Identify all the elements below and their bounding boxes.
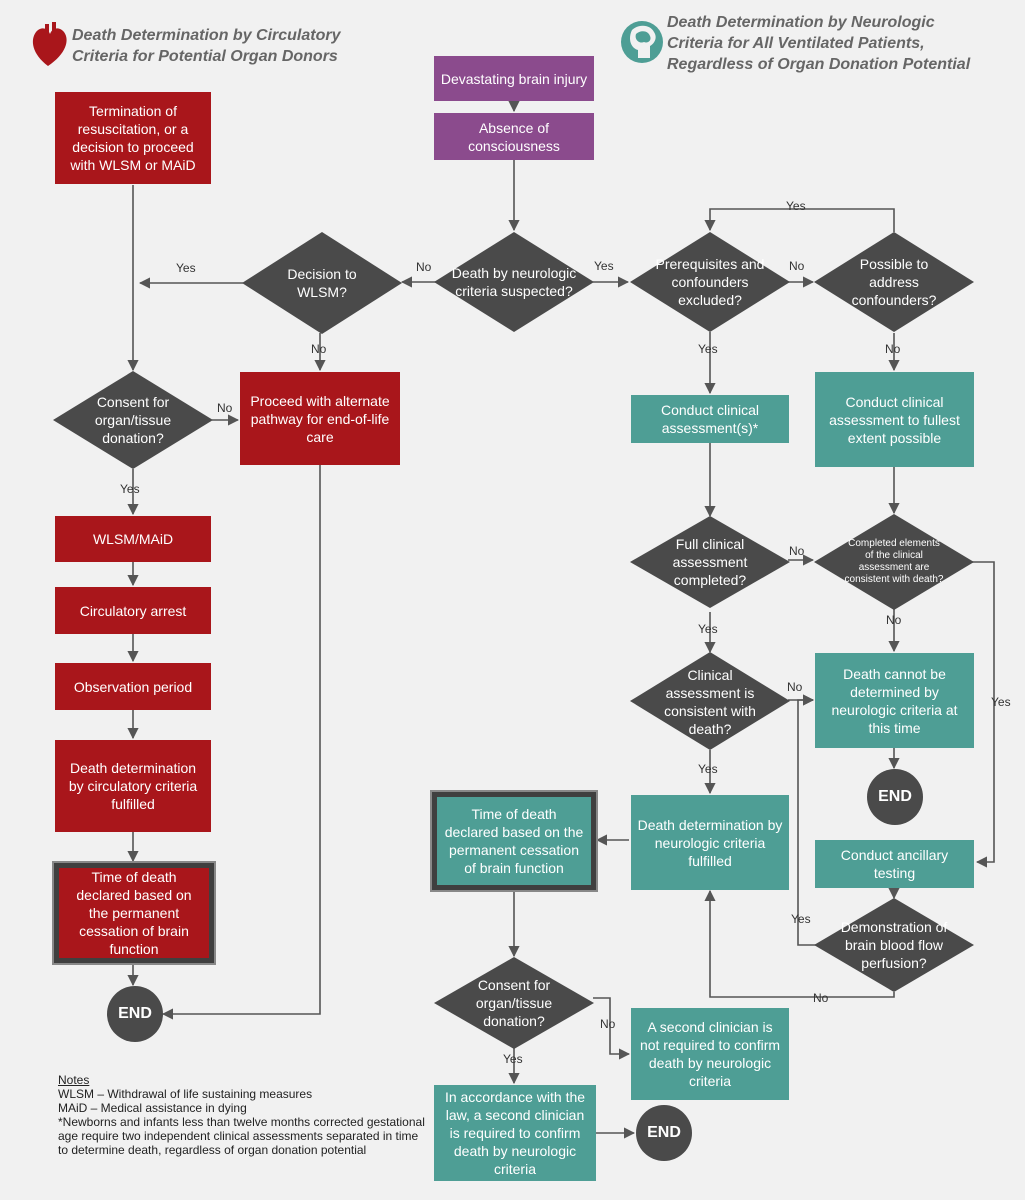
label-dnc-yes: Yes — [594, 259, 614, 273]
box-time-of-death-left: Time of death declared based on the perm… — [54, 863, 214, 963]
box-dd-neurologic: Death determination by neurologic criter… — [631, 795, 789, 890]
edge-consent-no — [593, 997, 631, 1060]
label-completed-no: No — [886, 613, 902, 627]
label-consistent-no: No — [787, 680, 803, 694]
end-right-circle — [867, 769, 923, 825]
notes-heading: Notes — [58, 1073, 90, 1087]
edge-completed-yes — [972, 561, 995, 868]
box-absence-consciousness: Absence of consciousness — [434, 113, 594, 160]
consent-right-diamond — [434, 957, 594, 1049]
box-proceed-alternate: Proceed with alternate pathway for end-o… — [240, 372, 400, 465]
diamond-consent-right-text: Consent for organ/tissue donation? — [475, 977, 553, 1029]
title-circulatory-line2: Criteria for Potential Organ Donors — [72, 48, 338, 65]
decision-wlsm-diamond — [242, 232, 402, 334]
label-consent-left-yes: Yes — [120, 482, 140, 496]
consistent-diamond — [630, 652, 790, 750]
title-neurologic-line2: Criteria for All Ventilated Patients, — [667, 35, 925, 52]
box-wlsm-maid: WLSM/MAiD — [55, 516, 211, 562]
label-consent-right-yes: Yes — [503, 1052, 523, 1066]
end-bottom-label: END — [647, 1124, 681, 1141]
label-consent-left-no: No — [217, 401, 233, 415]
full-clinical-diamond — [630, 516, 790, 608]
diamond-consistent-text: Clinical assessment is consistent with d… — [664, 667, 756, 737]
title-neurologic-line1: Death Determination by Neurologic — [667, 14, 935, 31]
edge-bbf-no — [704, 889, 895, 998]
box-conduct-fullest: Conduct clinical assessment to fullest e… — [815, 372, 974, 467]
box-termination: Termination of resuscitation, or a decis… — [55, 92, 211, 184]
label-prereq-yes: Yes — [698, 342, 718, 356]
note-wlsm: WLSM – Withdrawal of life sustaining mea… — [58, 1087, 313, 1101]
notes-section: Notes WLSM – Withdrawal of life sustaini… — [58, 1073, 428, 1157]
end-left-circle — [107, 986, 163, 1042]
box-ancillary-testing: Conduct ancillary testing — [815, 840, 974, 888]
prerequisites-diamond — [630, 232, 790, 332]
completed-elements-diamond — [814, 514, 974, 610]
label-full-no: No — [789, 544, 805, 558]
box-second-not-required: A second clinician is not required to co… — [631, 1008, 789, 1100]
title-circulatory: Death Determination by Circulatory Crite… — [72, 25, 392, 67]
diamond-completed-elements-text: Completed elements of the clinical asses… — [844, 538, 944, 585]
label-completed-yes: Yes — [991, 695, 1011, 709]
diamond-prerequisites-text: Prerequisites and confounders excluded? — [655, 256, 765, 308]
title-neurologic-line3: Regardless of Organ Donation Potential — [667, 56, 971, 73]
consent-left-diamond — [53, 371, 213, 469]
label-possible-no: No — [885, 342, 901, 356]
label-dnc-no: No — [416, 260, 432, 274]
edge-possible-yes — [704, 208, 895, 232]
diamond-possible-address-text: Possible to address confounders? — [851, 256, 937, 308]
label-consent-right-no: No — [600, 1017, 616, 1031]
label-possible-yes: Yes — [786, 199, 806, 213]
diamond-full-clinical-text: Full clinical assessment completed? — [672, 536, 748, 588]
box-conduct-clinical: Conduct clinical assessment(s)* — [631, 395, 789, 443]
edge-bbf-yes — [797, 694, 820, 946]
end-left-label: END — [118, 1005, 152, 1022]
possible-address-diamond — [814, 232, 974, 332]
label-decision-yes: Yes — [176, 261, 196, 275]
note-newborns: *Newborns and infants less than twelve m… — [58, 1115, 425, 1157]
note-maid: MAiD – Medical assistance in dying — [58, 1101, 247, 1115]
end-bottom-circle — [636, 1105, 692, 1161]
diamond-consent-left-text: Consent for organ/tissue donation? — [94, 394, 172, 446]
brain-head-icon — [621, 21, 663, 63]
diamond-decision-wlsm-text: Decision to WLSM? — [287, 266, 357, 300]
edge-proceed-end — [161, 465, 321, 1020]
box-observation-period: Observation period — [55, 663, 211, 710]
label-consistent-yes: Yes — [698, 762, 718, 776]
label-bbf-yes: Yes — [791, 912, 811, 926]
box-cannot-determine: Death cannot be determined by neurologic… — [815, 653, 974, 748]
brain-blood-flow-diamond — [814, 898, 974, 992]
title-neurologic: Death Determination by Neurologic Criter… — [667, 12, 1017, 75]
label-decision-no: No — [311, 342, 327, 356]
box-circulatory-arrest: Circulatory arrest — [55, 587, 211, 634]
label-full-yes: Yes — [698, 622, 718, 636]
end-right-label: END — [878, 788, 912, 805]
box-dd-circulatory: Death determination by circulatory crite… — [55, 740, 211, 832]
dnc-suspected-diamond — [434, 232, 594, 332]
heart-icon — [32, 22, 67, 66]
label-prereq-no: No — [789, 259, 805, 273]
label-bbf-no: No — [813, 991, 829, 1005]
box-time-of-death-right: Time of death declared based on the perm… — [432, 792, 596, 890]
diamond-brain-blood-flow-text: Demonstration of brain blood flow perfus… — [840, 919, 948, 971]
title-circulatory-line1: Death Determination by Circulatory — [72, 27, 341, 44]
box-second-required: In accordance with the law, a second cli… — [434, 1085, 596, 1181]
box-devastating-injury: Devastating brain injury — [434, 56, 594, 101]
diamond-dnc-suspected-text: Death by neurologic criteria suspected? — [451, 265, 577, 299]
